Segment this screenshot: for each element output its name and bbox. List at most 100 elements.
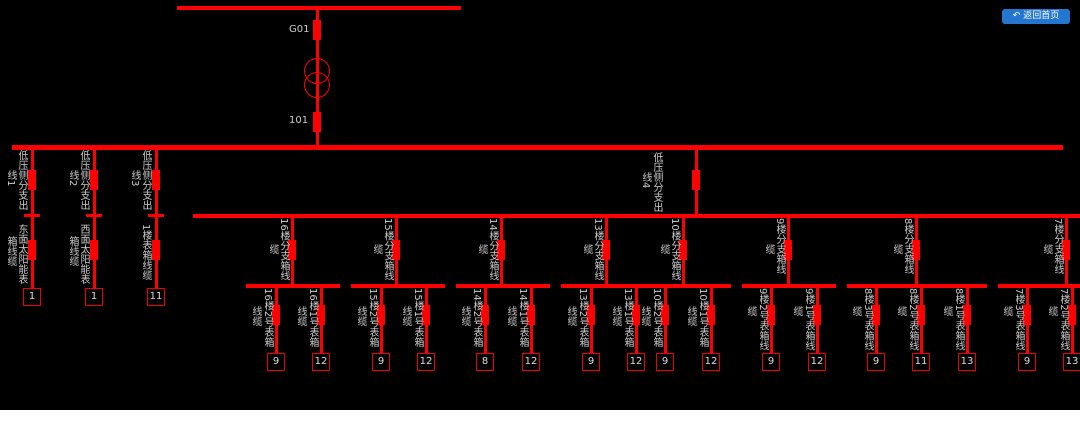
cable-breaker[interactable] — [152, 240, 160, 260]
leaf-label: 9楼2号表箱线 — [757, 288, 768, 351]
meter-count-box[interactable]: 13 — [1063, 353, 1080, 371]
branch-label: 8楼分支箱线 — [902, 218, 913, 275]
leaf-label: 8楼3号表箱线 — [862, 288, 873, 351]
feeder-breaker[interactable] — [28, 170, 36, 190]
branch-breaker[interactable] — [1062, 240, 1070, 260]
leaf-label-suffix: 线缆 — [610, 306, 621, 326]
leaf-label-suffix: 线缆 — [355, 306, 366, 326]
branch-label-suffix: 缆 — [581, 244, 592, 254]
sub-bus-bar — [456, 284, 550, 288]
meter-count-box[interactable]: 13 — [958, 353, 976, 371]
meter-count-box[interactable]: 9 — [267, 353, 285, 371]
feeder-line — [155, 147, 158, 288]
feeder-breaker[interactable] — [152, 170, 160, 190]
leaf-label: 10楼2号表箱 — [651, 288, 662, 348]
cable-breaker[interactable] — [28, 240, 36, 260]
leaf-breaker[interactable] — [963, 305, 971, 325]
branch-label-suffix: 缆 — [763, 244, 774, 254]
branch-breaker[interactable] — [392, 240, 400, 260]
meter-count-box[interactable]: 12 — [417, 353, 435, 371]
meter-count-box[interactable]: 9 — [867, 353, 885, 371]
feeder4-breaker[interactable] — [692, 170, 700, 190]
main-bus-bar — [12, 145, 1063, 150]
branch-label: 15楼分支箱线 — [382, 218, 393, 281]
branch-label: 16楼分支箱线 — [278, 218, 289, 281]
feeder-label: 低压侧分支出 — [78, 150, 89, 210]
leaf-breaker[interactable] — [661, 305, 669, 325]
leaf-label-suffix: 缆 — [745, 306, 756, 316]
branch-label: 7楼分支箱线 — [1052, 218, 1063, 275]
branch-breaker[interactable] — [679, 240, 687, 260]
meter-count-box[interactable]: 12 — [808, 353, 826, 371]
branch-breaker[interactable] — [288, 240, 296, 260]
feeder4-line-label: 线4 — [640, 172, 651, 189]
leaf-label-suffix: 线缆 — [459, 306, 470, 326]
leaf-breaker[interactable] — [917, 305, 925, 325]
branch-breaker[interactable] — [912, 240, 920, 260]
meter-count-box[interactable]: 8 — [476, 353, 494, 371]
feeder-line-label: 线1 — [5, 170, 16, 187]
leaf-breaker[interactable] — [587, 305, 595, 325]
cable-label: 东面太阳能表 — [16, 224, 27, 284]
branch-label: 10楼分支箱线 — [669, 218, 680, 281]
leaf-breaker[interactable] — [422, 305, 430, 325]
return-home-button[interactable]: ↶ 返回首页 — [1002, 9, 1070, 24]
meter-count-box[interactable]: 9 — [372, 353, 390, 371]
leaf-breaker[interactable] — [527, 305, 535, 325]
branch-label-suffix: 缆 — [1041, 244, 1052, 254]
leaf-breaker[interactable] — [632, 305, 640, 325]
leaf-label-suffix: 线缆 — [685, 306, 696, 326]
leaf-breaker[interactable] — [1068, 305, 1076, 325]
feeder4-label: 低压侧分支出 — [651, 152, 662, 212]
meter-count-box[interactable]: 9 — [656, 353, 674, 371]
meter-count-box[interactable]: 1 — [85, 288, 103, 306]
meter-count-box[interactable]: 12 — [312, 353, 330, 371]
meter-count-box[interactable]: 11 — [147, 288, 165, 306]
leaf-breaker[interactable] — [767, 305, 775, 325]
branch-breaker[interactable] — [602, 240, 610, 260]
leaf-breaker[interactable] — [481, 305, 489, 325]
meter-count-box[interactable]: 9 — [582, 353, 600, 371]
meter-count-box[interactable]: 1 — [23, 288, 41, 306]
breaker-g01[interactable] — [313, 20, 321, 40]
leaf-breaker[interactable] — [1023, 305, 1031, 325]
leaf-label-suffix: 线缆 — [250, 306, 261, 326]
meter-count-box[interactable]: 12 — [522, 353, 540, 371]
leaf-label: 9楼1号表箱线 — [803, 288, 814, 351]
secondary-bus-bar — [193, 214, 1080, 218]
sub-bus-bar — [847, 284, 987, 288]
leaf-label: 14楼2号表箱 — [471, 288, 482, 348]
branch-label-suffix: 缆 — [267, 244, 278, 254]
leaf-breaker[interactable] — [272, 305, 280, 325]
leaf-label-suffix: 线缆 — [295, 306, 306, 326]
feeder-label: 低压侧分支出 — [16, 150, 27, 210]
branch-label-suffix: 缆 — [891, 244, 902, 254]
meter-count-box[interactable]: 9 — [762, 353, 780, 371]
sub-bus-bar — [998, 284, 1080, 288]
feeder-line-label: 线3 — [129, 170, 140, 187]
return-home-label: 返回首页 — [1023, 11, 1060, 21]
leaf-breaker[interactable] — [317, 305, 325, 325]
leaf-breaker[interactable] — [707, 305, 715, 325]
leaf-label-suffix: 缆 — [1001, 306, 1012, 316]
leaf-breaker[interactable] — [872, 305, 880, 325]
meter-count-box[interactable]: 11 — [912, 353, 930, 371]
leaf-breaker[interactable] — [813, 305, 821, 325]
leaf-label: 16楼2号表箱 — [262, 288, 273, 348]
feeder-line — [93, 147, 96, 288]
leaf-label-suffix: 线缆 — [505, 306, 516, 326]
leaf-label-suffix: 缆 — [1046, 306, 1057, 316]
breaker-101[interactable] — [313, 112, 321, 132]
feeder-breaker[interactable] — [90, 170, 98, 190]
meter-count-box[interactable]: 12 — [702, 353, 720, 371]
branch-breaker[interactable] — [784, 240, 792, 260]
meter-count-box[interactable]: 12 — [627, 353, 645, 371]
leaf-label-suffix: 缆 — [941, 306, 952, 316]
meter-count-box[interactable]: 9 — [1018, 353, 1036, 371]
cable-label: 西面太阳能表 — [78, 224, 89, 284]
leaf-label-suffix: 缆 — [791, 306, 802, 316]
leaf-breaker[interactable] — [377, 305, 385, 325]
branch-breaker[interactable] — [497, 240, 505, 260]
feeder-tick — [24, 214, 40, 217]
cable-breaker[interactable] — [90, 240, 98, 260]
